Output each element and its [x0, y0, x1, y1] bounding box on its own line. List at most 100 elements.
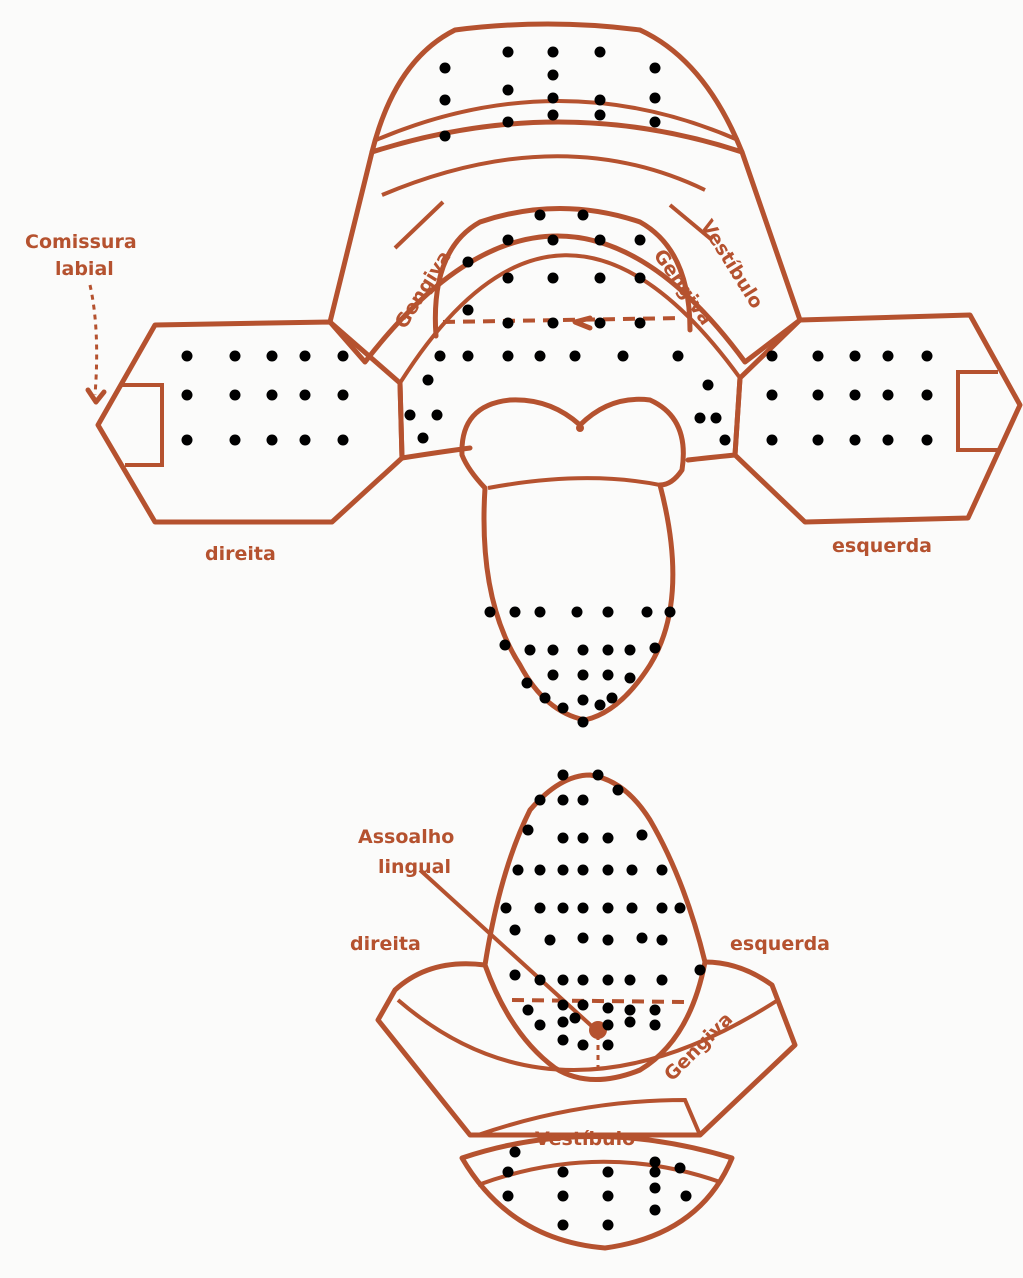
floor-label-line2: lingual	[378, 856, 451, 878]
exam-dot	[423, 375, 434, 386]
exam-dot	[603, 1020, 614, 1031]
exam-dot	[650, 643, 661, 654]
vestibule-lower-label: Vestíbulo	[535, 1128, 635, 1150]
exam-dot	[650, 1167, 661, 1178]
exam-dot	[603, 1040, 614, 1051]
exam-dot	[637, 933, 648, 944]
exam-dot	[510, 607, 521, 618]
exam-dot	[883, 390, 894, 401]
exam-dot	[650, 1183, 661, 1194]
exam-dot	[883, 435, 894, 446]
exam-dot	[681, 1191, 692, 1202]
exam-dot	[503, 351, 514, 362]
exam-dot	[267, 390, 278, 401]
exam-dot	[650, 93, 661, 104]
commissure-label-line2: labial	[55, 258, 114, 280]
exam-dot	[850, 351, 861, 362]
exam-dot	[578, 1040, 589, 1051]
exam-dot	[510, 970, 521, 981]
exam-dot	[603, 903, 614, 914]
exam-dot	[548, 110, 559, 121]
exam-dot	[558, 975, 569, 986]
exam-dot	[432, 410, 443, 421]
exam-dot	[300, 390, 311, 401]
exam-dot	[558, 770, 569, 781]
exam-dot	[595, 700, 606, 711]
exam-dot	[627, 865, 638, 876]
floor-pointer	[420, 870, 596, 1030]
exam-dot	[603, 645, 614, 656]
exam-dot	[593, 770, 604, 781]
exam-dot	[463, 351, 474, 362]
exam-dot	[813, 390, 824, 401]
gum-right-label: Gengiva	[649, 245, 717, 329]
exam-dot	[703, 380, 714, 391]
exam-dot	[535, 351, 546, 362]
exam-dot	[625, 673, 636, 684]
exam-dot	[618, 351, 629, 362]
exam-dot	[635, 318, 646, 329]
exam-dot	[613, 785, 624, 796]
exam-dot	[548, 318, 559, 329]
exam-dot	[300, 351, 311, 362]
exam-dot	[720, 435, 731, 446]
exam-dot	[540, 693, 551, 704]
exam-dot	[850, 435, 861, 446]
exam-dot	[503, 47, 514, 58]
exam-dot	[570, 351, 581, 362]
exam-dot	[695, 965, 706, 976]
exam-dot	[501, 903, 512, 914]
exam-dot	[650, 117, 661, 128]
exam-dot	[558, 1167, 569, 1178]
exam-dot	[642, 607, 653, 618]
exam-dot	[625, 975, 636, 986]
exam-dot	[510, 1147, 521, 1158]
exam-dot	[578, 903, 589, 914]
left-side-upper-label: esquerda	[832, 535, 932, 557]
exam-dot	[650, 63, 661, 74]
commissure-label-line1: Comissura	[25, 231, 137, 253]
exam-dot	[675, 903, 686, 914]
exam-dot	[595, 235, 606, 246]
exam-dot	[635, 273, 646, 284]
exam-dot	[523, 1005, 534, 1016]
exam-dot	[595, 47, 606, 58]
exam-dot	[338, 351, 349, 362]
upper-floor-left	[400, 383, 470, 458]
exam-dot	[548, 93, 559, 104]
left-side-lower-label: esquerda	[730, 933, 830, 955]
exam-dot	[510, 925, 521, 936]
exam-dot	[603, 607, 614, 618]
exam-dot	[650, 1005, 661, 1016]
right-side-lower-label: direita	[350, 933, 421, 955]
exam-dot	[182, 390, 193, 401]
exam-dot	[558, 833, 569, 844]
upper-figure: Comissura labial Gengiva Gengiva Vestíbu…	[25, 24, 1020, 720]
exam-dot	[525, 645, 536, 656]
exam-dot	[625, 645, 636, 656]
exam-dot	[603, 1220, 614, 1231]
exam-dot	[558, 865, 569, 876]
exam-dot	[535, 607, 546, 618]
exam-dot	[922, 390, 933, 401]
exam-dot	[267, 435, 278, 446]
exam-dot	[435, 351, 446, 362]
exam-dot	[338, 390, 349, 401]
exam-dot	[607, 693, 618, 704]
hard-palate	[435, 209, 690, 337]
exam-dot	[595, 95, 606, 106]
exam-dot	[665, 607, 676, 618]
exam-dot	[578, 865, 589, 876]
exam-dot	[230, 390, 241, 401]
exam-dot	[578, 1000, 589, 1011]
exam-dot	[850, 390, 861, 401]
exam-dot	[595, 318, 606, 329]
vestibule-upper-label: Vestíbulo	[696, 216, 768, 313]
lower-lip	[462, 1137, 732, 1249]
exam-dot	[595, 110, 606, 121]
exam-dot	[883, 351, 894, 362]
lower-figure: Assoalho lingual direita esquerda Gengiv…	[350, 775, 830, 1248]
exam-dot	[522, 678, 533, 689]
exam-dot	[535, 865, 546, 876]
